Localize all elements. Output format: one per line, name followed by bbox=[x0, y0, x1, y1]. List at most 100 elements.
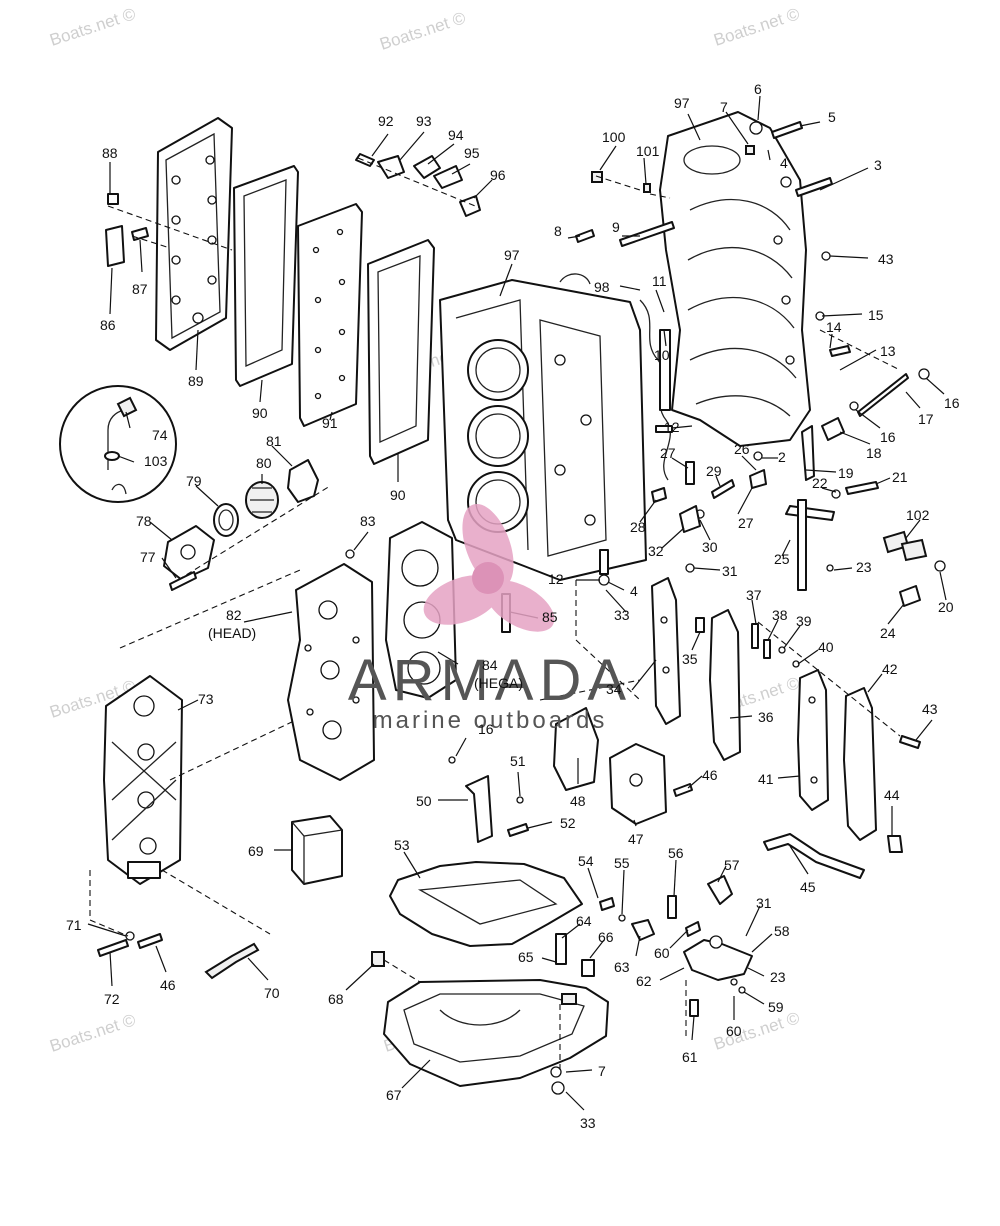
cover-47 bbox=[609, 743, 667, 825]
callout-label: 80 bbox=[256, 455, 272, 471]
water-tube-45 bbox=[763, 833, 865, 879]
callout-label: 23 bbox=[770, 969, 786, 985]
callout-label: 56 bbox=[668, 845, 684, 861]
callout-label: 96 bbox=[490, 167, 506, 183]
callout-label: 31 bbox=[722, 563, 738, 579]
callout-label: 92 bbox=[378, 113, 394, 129]
callout-label: 16 bbox=[478, 721, 494, 737]
callout-label: 12 bbox=[664, 419, 680, 435]
callout-label: 73 bbox=[198, 691, 214, 707]
callout-label: 44 bbox=[884, 787, 900, 803]
callout-label: 3 bbox=[874, 157, 882, 173]
callout-label: 6 bbox=[754, 81, 762, 97]
callout-label: 50 bbox=[416, 793, 432, 809]
bracket-50 bbox=[465, 775, 493, 843]
callout-label: 20 bbox=[938, 599, 954, 615]
callout-label: 87 bbox=[132, 281, 148, 297]
bolts-71-72-46 bbox=[97, 931, 163, 957]
callout-label: 7 bbox=[720, 99, 728, 115]
callout-label: 86 bbox=[100, 317, 116, 333]
callout-label: 13 bbox=[880, 343, 896, 359]
crankcase-97 bbox=[659, 111, 811, 447]
brand-tagline: marine outboards bbox=[373, 707, 608, 734]
callout-label: 29 bbox=[706, 463, 722, 479]
callout-label: 97 bbox=[504, 247, 520, 263]
detail-circle-74-103 bbox=[59, 385, 177, 503]
watermark: Boats.net © bbox=[47, 4, 138, 50]
callout-label: 38 bbox=[772, 607, 788, 623]
callout-label: 98 bbox=[594, 279, 610, 295]
callout-label: 21 bbox=[892, 469, 908, 485]
callout-label: 12 bbox=[548, 571, 564, 587]
callout-label: 88 bbox=[102, 145, 118, 161]
assembly-lines bbox=[89, 157, 901, 1070]
callout-label: 27 bbox=[738, 515, 754, 531]
callout-label: 58 bbox=[774, 923, 790, 939]
gasket-90-upper bbox=[233, 165, 299, 387]
callout-label: 90 bbox=[390, 487, 406, 503]
callout-label: 54 bbox=[578, 853, 594, 869]
bolt-77 bbox=[169, 571, 197, 591]
small-fasteners bbox=[105, 121, 946, 1095]
callout-label: 16 bbox=[944, 395, 960, 411]
callout-label: 85 bbox=[542, 609, 558, 625]
callout-label: 63 bbox=[614, 959, 630, 975]
fitting-68 bbox=[371, 951, 385, 967]
callout-label: 70 bbox=[264, 985, 280, 1001]
callout-label: 14 bbox=[826, 319, 842, 335]
gasket-81 bbox=[287, 459, 319, 503]
callout-label: 89 bbox=[188, 373, 204, 389]
callout-label: 48 bbox=[570, 793, 586, 809]
callout-label: 8 bbox=[554, 223, 562, 239]
callout-label: 55 bbox=[614, 855, 630, 871]
callout-label: 37 bbox=[746, 587, 762, 603]
callout-label: 67 bbox=[386, 1087, 402, 1103]
callout-label: 103 bbox=[144, 453, 168, 469]
callout-label: 45 bbox=[800, 879, 816, 895]
callout-label: 69 bbox=[248, 843, 264, 859]
callout-label: 26 bbox=[734, 441, 750, 457]
callout-label: 53 bbox=[394, 837, 410, 853]
callout-label: 61 bbox=[682, 1049, 698, 1065]
callout-label: 32 bbox=[648, 543, 664, 559]
callout-labels: 3 4 5 6 7 97 100 101 92 93 94 95 96 88 8… bbox=[66, 81, 960, 1131]
callout-label: 46 bbox=[160, 977, 176, 993]
propeller-logo-icon bbox=[423, 503, 555, 632]
cylinder-block-97 bbox=[439, 273, 671, 581]
callout-label: 93 bbox=[416, 113, 432, 129]
callout-label: 43 bbox=[922, 701, 938, 717]
callout-label: 62 bbox=[636, 973, 652, 989]
callout-label: 94 bbox=[448, 127, 464, 143]
callout-label: 31 bbox=[756, 895, 772, 911]
callout-label: 4 bbox=[630, 583, 638, 599]
gasket-36 bbox=[709, 609, 741, 761]
gasket-42 bbox=[843, 687, 877, 841]
gasket-53 bbox=[389, 861, 583, 947]
plate-34 bbox=[651, 577, 681, 725]
callout-label: 39 bbox=[796, 613, 812, 629]
callout-label: 97 bbox=[674, 95, 690, 111]
module-69 bbox=[291, 815, 343, 885]
callout-label: 42 bbox=[882, 661, 898, 677]
callout-label: 4 bbox=[780, 155, 788, 171]
callout-label: 16 bbox=[880, 429, 896, 445]
callout-label: 57 bbox=[724, 857, 740, 873]
brand-logo: ARMADA marine outboards bbox=[348, 503, 626, 734]
callout-label: 82 bbox=[226, 607, 242, 623]
callout-label: 91 bbox=[322, 415, 338, 431]
callout-label: 79 bbox=[186, 473, 202, 489]
bypass-cover-73 bbox=[103, 675, 183, 885]
callout-label: 71 bbox=[66, 917, 82, 933]
callout-label: 64 bbox=[576, 913, 592, 929]
callout-label: 41 bbox=[758, 771, 774, 787]
callout-label: 35 bbox=[682, 651, 698, 667]
thermostat-80 bbox=[245, 481, 279, 519]
exhaust-cover-89 bbox=[155, 117, 233, 351]
head-gasket-84 bbox=[385, 521, 457, 699]
callout-label: 27 bbox=[660, 445, 676, 461]
callout-label: 33 bbox=[580, 1115, 596, 1131]
inner-plate-91 bbox=[297, 203, 363, 427]
gasket-79 bbox=[213, 503, 239, 537]
